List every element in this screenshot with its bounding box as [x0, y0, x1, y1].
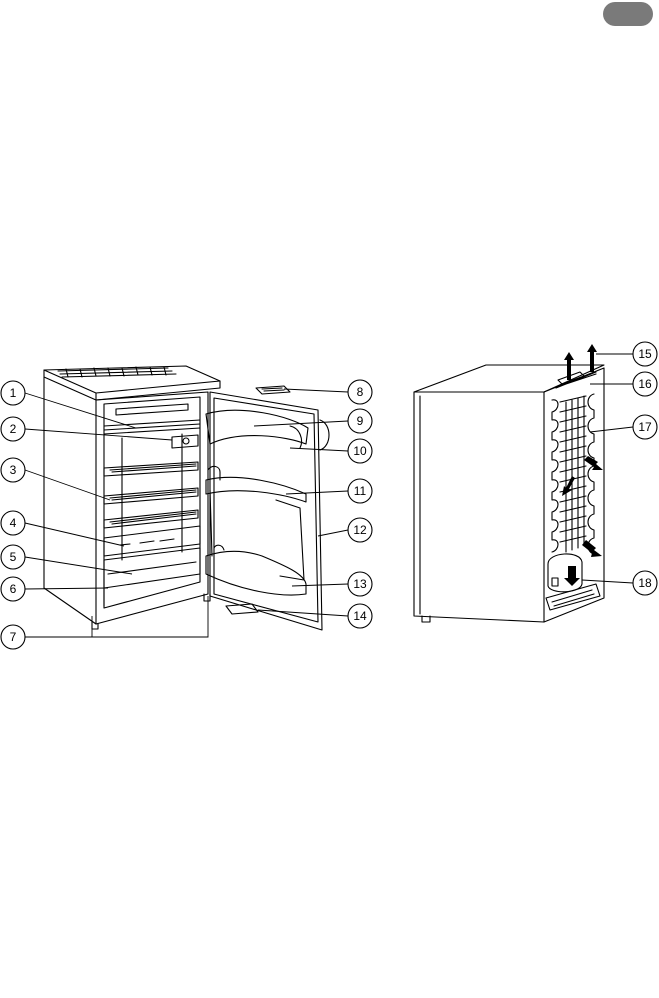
callout-number: 3	[10, 463, 17, 477]
shelves	[104, 462, 198, 528]
rear-view-fridge	[414, 365, 604, 622]
callout-6: 6	[1, 577, 25, 601]
callout-number: 2	[10, 422, 17, 436]
callout-5: 5	[1, 545, 25, 569]
callout-number: 14	[353, 609, 367, 623]
callout-number: 16	[638, 377, 652, 391]
airflow-arrows	[562, 344, 603, 586]
callout-16: 16	[633, 372, 657, 396]
callout-number: 18	[638, 576, 652, 590]
callout-12: 12	[348, 518, 372, 542]
callout-number: 6	[10, 582, 17, 596]
callout-10: 10	[348, 439, 372, 463]
open-door	[206, 392, 329, 630]
callout-11: 11	[348, 479, 372, 503]
callout-18: 18	[633, 571, 657, 595]
callout-number: 9	[357, 414, 364, 428]
callout-3: 3	[1, 458, 25, 482]
callout-17: 17	[633, 415, 657, 439]
condenser-coil	[552, 394, 594, 554]
arrow-up-icon	[564, 352, 574, 380]
top-vent-grille	[58, 367, 176, 377]
callout-8: 8	[348, 380, 372, 404]
callout-9: 9	[348, 409, 372, 433]
arrow-up-icon	[587, 344, 597, 372]
callout-number: 15	[638, 347, 652, 361]
callout-4: 4	[1, 511, 25, 535]
callout-number: 7	[10, 630, 17, 644]
callout-13: 13	[348, 572, 372, 596]
callout-number: 4	[10, 516, 17, 530]
callout-15: 15	[633, 342, 657, 366]
callout-number: 13	[353, 577, 367, 591]
callout-number: 17	[638, 420, 652, 434]
callout-number: 12	[353, 523, 367, 537]
arrow-down-right-icon	[582, 540, 602, 557]
freezer-compartment	[104, 404, 200, 434]
callout-14: 14	[348, 604, 372, 628]
callout-7: 7	[1, 625, 25, 649]
callout-1: 1	[1, 381, 25, 405]
arrow-down-left-icon	[562, 476, 575, 496]
callout-number: 1	[10, 386, 17, 400]
callout-number: 5	[10, 550, 17, 564]
callout-2: 2	[1, 417, 25, 441]
callout-number: 11	[354, 484, 367, 498]
callout-number: 8	[357, 385, 364, 399]
arrow-down-icon	[564, 566, 580, 586]
callout-number: 10	[353, 444, 367, 458]
front-view-fridge	[44, 366, 329, 630]
